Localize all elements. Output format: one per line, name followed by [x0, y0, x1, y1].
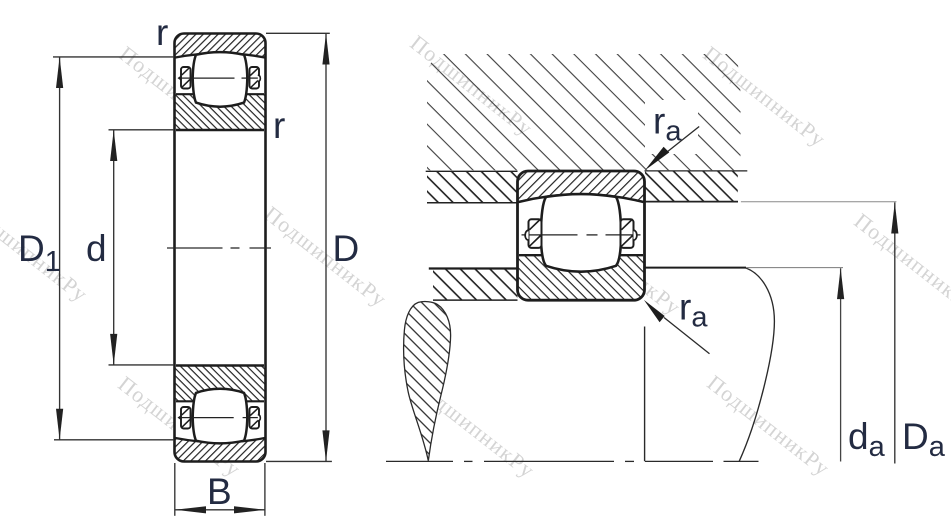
svg-text:D1: D1 [18, 228, 61, 278]
svg-text:da: da [848, 416, 886, 463]
svg-text:D: D [333, 228, 360, 269]
svg-text:Da: Da [902, 416, 946, 463]
svg-text:r: r [156, 12, 168, 53]
svg-text:r: r [273, 105, 285, 146]
svg-text:B: B [207, 471, 232, 512]
svg-text:ra: ra [679, 287, 708, 334]
svg-text:d: d [86, 228, 107, 269]
